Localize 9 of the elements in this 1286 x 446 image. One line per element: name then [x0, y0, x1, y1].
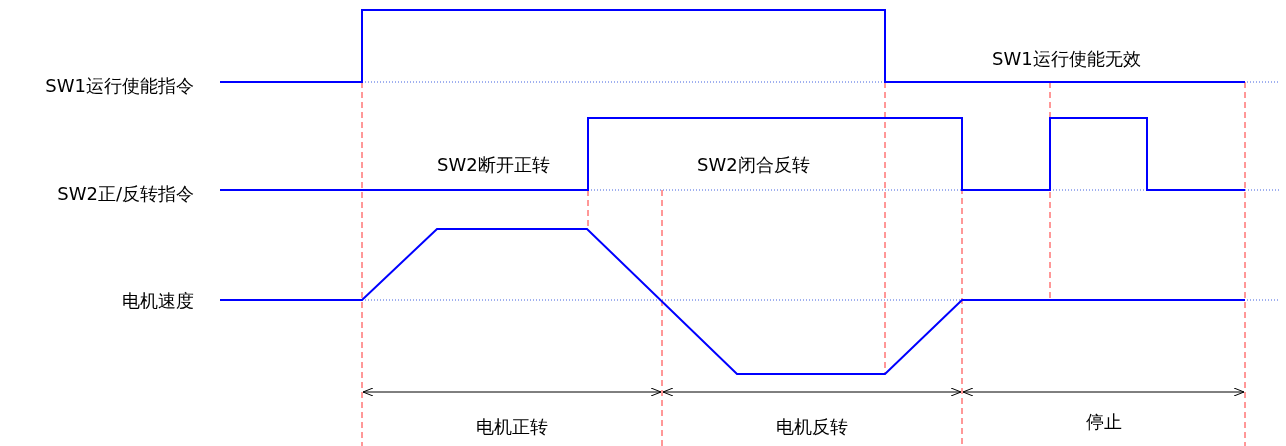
signal-name: 电机速度	[122, 290, 194, 312]
interval-label: 电机反转	[776, 416, 848, 438]
signal-name: SW1运行使能指令	[45, 75, 194, 97]
signal-name: SW2正/反转指令	[57, 183, 194, 205]
state-label: SW2闭合反转	[697, 154, 810, 176]
interval-label: 电机正转	[476, 416, 548, 438]
signal-state-label: SW1运行使能无效	[992, 48, 1141, 70]
state-label: SW2断开正转	[437, 154, 550, 176]
interval-label: 停止	[1086, 411, 1122, 433]
